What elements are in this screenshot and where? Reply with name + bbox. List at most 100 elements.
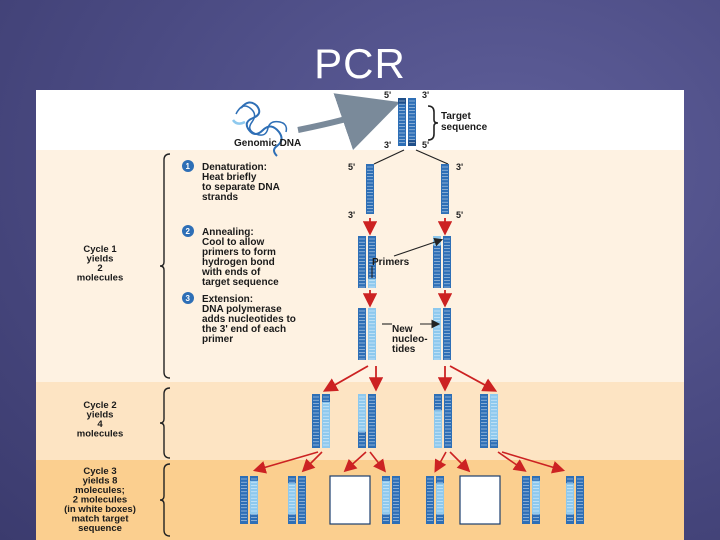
cycle-1-line-4: molecules bbox=[77, 273, 123, 284]
cycle-3-line-2: yields 8 bbox=[83, 476, 118, 487]
cycle3-molecule-5 bbox=[426, 476, 444, 524]
cycle2-molecule-2-strand-b bbox=[368, 394, 376, 448]
step-2-number: 2 bbox=[186, 227, 191, 236]
step-3-line-3: adds nucleotides to bbox=[202, 314, 296, 325]
new-nucleotides-label-1: New bbox=[392, 324, 413, 335]
cycle-2-line-3: 4 bbox=[97, 419, 103, 430]
strand-a-3prime: 3' bbox=[348, 210, 355, 220]
strand-b-5prime: 5' bbox=[456, 210, 463, 220]
step-1-line-1: Denaturation: bbox=[202, 162, 267, 173]
extended-right-strand-b bbox=[443, 308, 451, 360]
top-3-prime: 3' bbox=[422, 90, 429, 100]
cycle-3-bracket bbox=[159, 463, 171, 537]
cycle-3-line-1: Cycle 3 bbox=[83, 466, 116, 477]
original-duplex bbox=[398, 98, 416, 146]
cycle3-molecule-2-strand-a bbox=[288, 476, 296, 524]
top-5-prime: 5' bbox=[384, 90, 391, 100]
cycle-3-line-7: sequence bbox=[78, 523, 122, 534]
cycle-1-line-3: 2 bbox=[97, 263, 102, 274]
cycle2-molecule-2 bbox=[358, 394, 376, 448]
cycle3-molecule-8 bbox=[566, 476, 584, 524]
strand-b-3prime: 3' bbox=[456, 162, 463, 172]
cycle2-molecule-1-strand-b bbox=[322, 394, 330, 448]
cycle2-molecule-4 bbox=[480, 394, 498, 448]
cycle-3-line-6: match target bbox=[71, 514, 129, 525]
cycle2-molecule-1-strand-a bbox=[312, 394, 320, 448]
cycle-2-line-1: Cycle 2 bbox=[83, 400, 116, 411]
step-3-badge bbox=[182, 292, 194, 304]
extended-left bbox=[358, 308, 376, 360]
target-label-1: Target bbox=[441, 111, 471, 122]
cycle-1-line-1: Cycle 1 bbox=[83, 244, 117, 255]
cycle-3-line-3: molecules; bbox=[75, 485, 125, 496]
top-5-prime-bottom: 5' bbox=[422, 140, 429, 150]
cycle3-molecule-1 bbox=[240, 476, 258, 524]
cycle-2-line-4: molecules bbox=[77, 429, 123, 440]
cycle3-molecule-5-strand-b bbox=[436, 476, 444, 524]
cycle3-molecule-4-strand-b bbox=[392, 476, 400, 524]
step-3-line-2: DNA polymerase bbox=[202, 304, 282, 315]
pcr-diagram: Genomic DNA 5' 3' 3' 5' Target sequence … bbox=[36, 90, 684, 540]
target-box-2 bbox=[459, 475, 501, 525]
cycle-1-bracket bbox=[159, 153, 171, 379]
zoom-arrow bbox=[297, 93, 401, 150]
strands-layer bbox=[240, 164, 584, 524]
cycle3-molecule-1-strand-a bbox=[240, 476, 248, 524]
cycle3-molecule-5-strand-a bbox=[426, 476, 434, 524]
annealed-left bbox=[358, 236, 376, 288]
cycle3-molecule-4 bbox=[382, 476, 400, 524]
step-1-number: 1 bbox=[186, 162, 191, 171]
extended-right-strand-a bbox=[433, 308, 441, 360]
cycle2-molecule-3-strand-b bbox=[444, 394, 452, 448]
cycle3-molecule-1-strand-b bbox=[250, 476, 258, 524]
target-bracket bbox=[427, 105, 439, 141]
top-3-prime-bottom: 3' bbox=[384, 140, 391, 150]
target-dna-molecule bbox=[398, 98, 416, 146]
extended-left-strand-a bbox=[358, 308, 366, 360]
cycle2-molecule-2-strand-a bbox=[358, 394, 366, 448]
denatured-strand-right bbox=[441, 164, 449, 214]
step-2-line-2: Cool to allow bbox=[202, 237, 264, 248]
denatured-strand-left bbox=[366, 164, 374, 214]
step-1-line-4: strands bbox=[202, 192, 239, 203]
primers-label: Primers bbox=[372, 257, 410, 268]
cycle-3-line-5: (in white boxes) bbox=[64, 504, 136, 515]
step-1-line-2: Heat briefly bbox=[202, 172, 257, 183]
step-2-badge bbox=[182, 225, 194, 237]
slide-title: PCR bbox=[314, 40, 406, 87]
step-2-line-6: target sequence bbox=[202, 277, 279, 288]
new-nucleotides-label-3: tides bbox=[392, 344, 416, 355]
cycle3-molecule-2 bbox=[288, 476, 306, 524]
annealed-right-strand-a bbox=[433, 236, 441, 288]
extended-left-strand-b bbox=[368, 308, 376, 360]
cycle3-molecule-8-strand-b bbox=[576, 476, 584, 524]
cycle-2-bracket bbox=[159, 387, 171, 459]
cycle3-molecule-7-strand-b bbox=[532, 476, 540, 524]
target-box-1 bbox=[329, 475, 371, 525]
cycle3-molecule-7 bbox=[522, 476, 540, 524]
step-1-badge bbox=[182, 160, 194, 172]
step-2-line-1: Annealing: bbox=[202, 227, 254, 238]
cycle-2-line-2: yields bbox=[87, 410, 114, 421]
cycle2-molecule-1 bbox=[312, 394, 330, 448]
original-duplex-strand-a bbox=[398, 98, 406, 146]
cycle3-molecule-7-strand-a bbox=[522, 476, 530, 524]
step-3-line-1: Extension: bbox=[202, 294, 253, 305]
step-3-line-4: the 3' end of each bbox=[202, 324, 286, 335]
cycle3-molecule-8-strand-a bbox=[566, 476, 574, 524]
annealed-left-strand-a bbox=[358, 236, 366, 288]
step-3-number: 3 bbox=[186, 294, 191, 303]
cycle-1-line-2: yields bbox=[87, 254, 114, 265]
step-1-line-3: to separate DNA bbox=[202, 182, 280, 193]
cycle3-molecule-2-strand-b bbox=[298, 476, 306, 524]
annealed-right-strand-b bbox=[443, 236, 451, 288]
step-2-line-3: primers to form bbox=[202, 247, 276, 258]
cycle3-molecule-4-strand-a bbox=[382, 476, 390, 524]
